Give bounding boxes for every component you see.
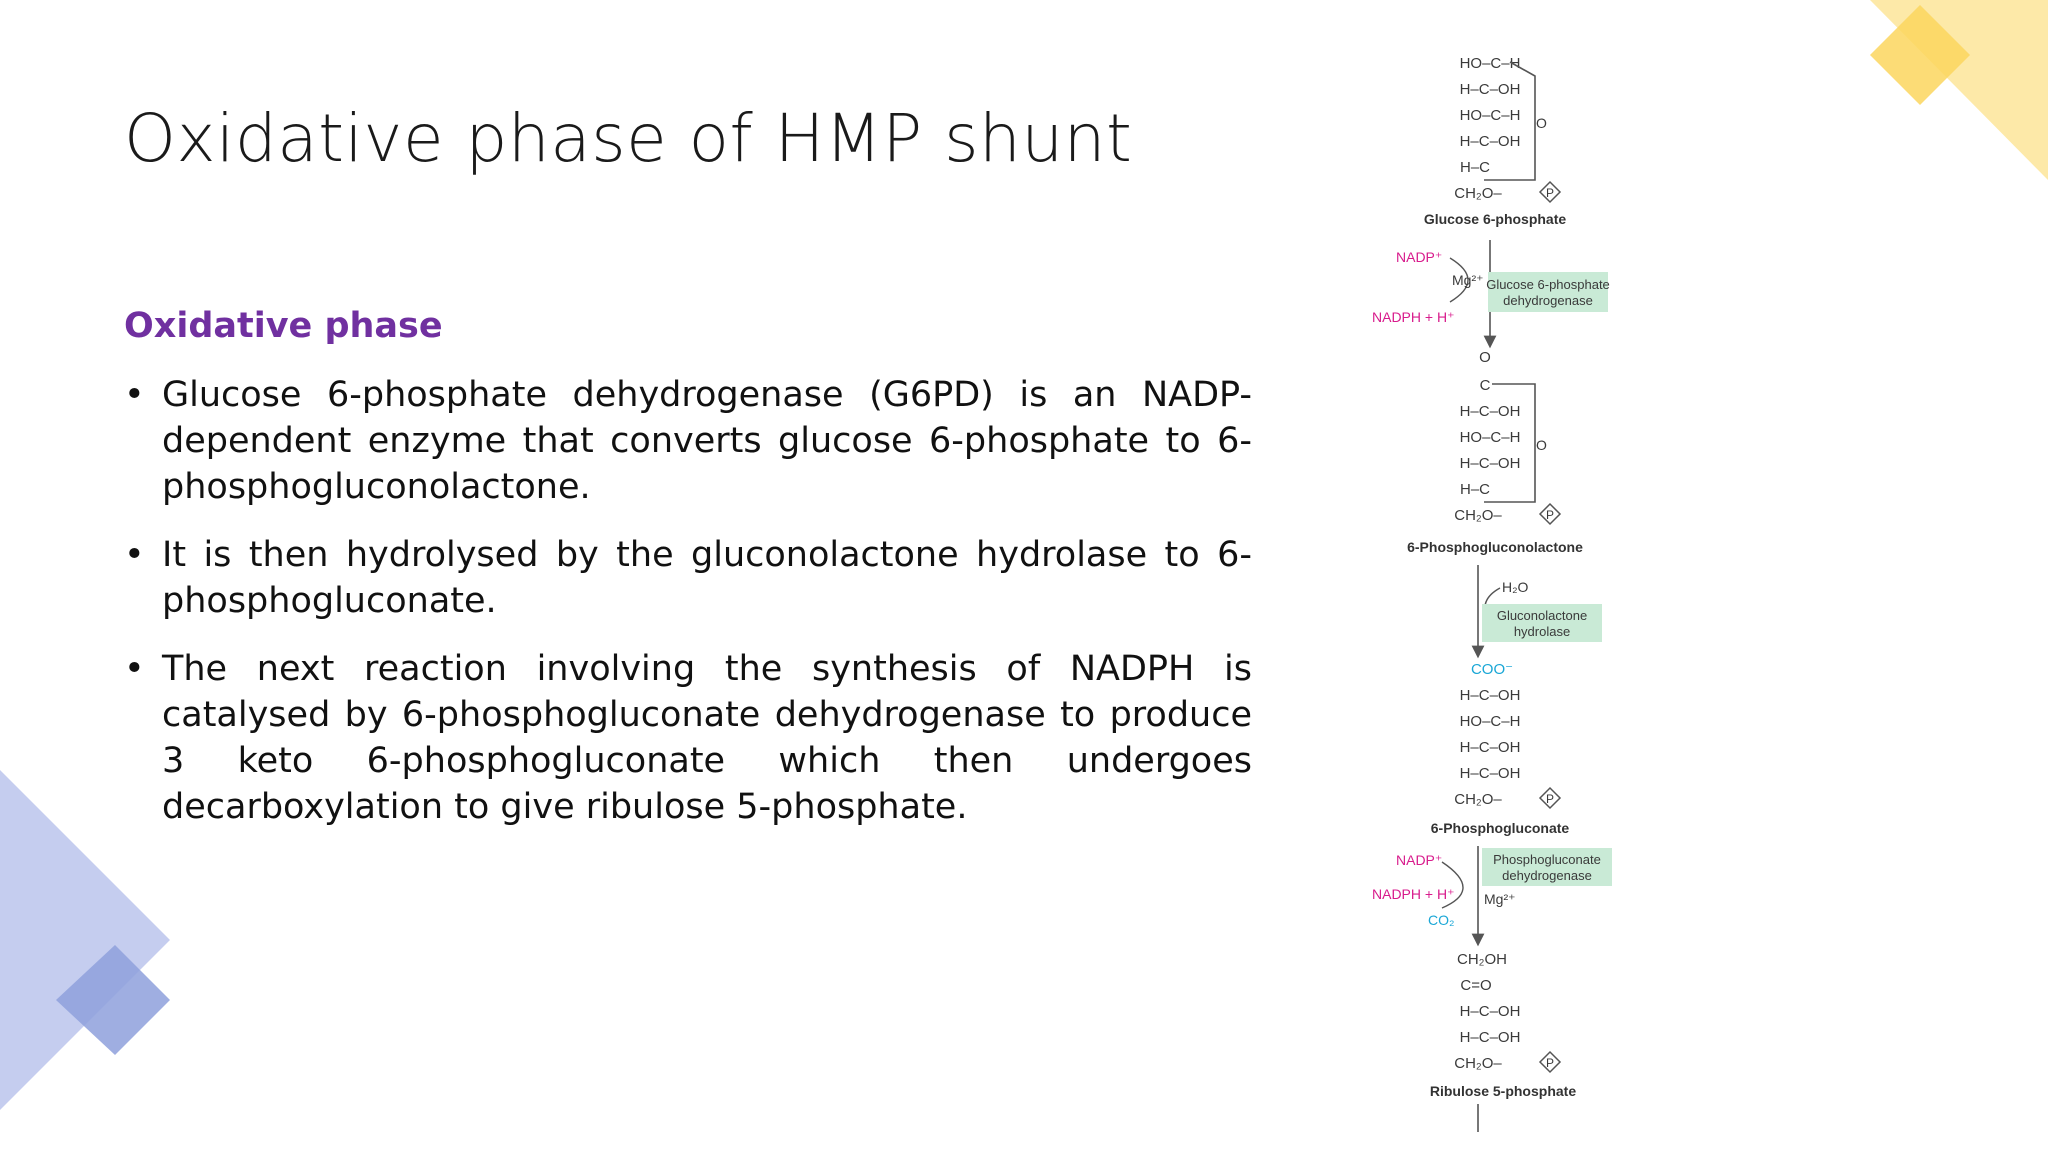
bullet-dot: • bbox=[124, 649, 145, 689]
ribulose-5-phosphate-structure: CH₂OH C=O H–C–OH H–C–OH CH₂O– bbox=[1454, 951, 1520, 1072]
structure-row: H–C–OH bbox=[1460, 1003, 1521, 1020]
structure-row: H–C–OH bbox=[1460, 765, 1521, 782]
carbonyl-carbon: C bbox=[1480, 377, 1491, 394]
right-diamond-shape bbox=[1870, 5, 1970, 105]
left-corner-decoration bbox=[0, 770, 170, 1110]
structure-row: H–C–OH bbox=[1460, 133, 1521, 150]
structure-row: H–C–OH bbox=[1460, 81, 1521, 98]
left-diamond-shape bbox=[56, 945, 170, 1055]
enzyme-label: Phosphogluconate bbox=[1493, 852, 1601, 867]
enzyme-label: dehydrogenase bbox=[1502, 868, 1592, 883]
bullet-text: The next reaction involving the synthesi… bbox=[162, 649, 1252, 827]
phosphate-icon: P bbox=[1538, 1050, 1562, 1074]
bullet-item: • The next reaction involving the synthe… bbox=[124, 646, 1252, 830]
magnesium-label: Mg²⁺ bbox=[1452, 272, 1484, 288]
slide-title: Oxidative phase of HMP shunt bbox=[124, 100, 1133, 177]
bullet-dot: • bbox=[124, 375, 145, 415]
structure-row: HO–C–H bbox=[1460, 107, 1521, 124]
structure-row: H–C bbox=[1460, 481, 1490, 498]
right-triangle-shape bbox=[1870, 0, 2048, 180]
enzyme-label: dehydrogenase bbox=[1503, 293, 1593, 308]
ring-oxygen: O bbox=[1536, 437, 1547, 453]
structure-row: HO–C–H bbox=[1460, 55, 1521, 72]
structure-row: HO–C–H bbox=[1460, 713, 1521, 730]
structure-row: CH₂OH bbox=[1457, 951, 1507, 968]
ribulose-5-phosphate-label: Ribulose 5-phosphate bbox=[1430, 1083, 1576, 1099]
enzyme-box bbox=[1482, 604, 1602, 642]
phosphogluconate-label: 6-Phosphogluconate bbox=[1431, 820, 1570, 836]
glucose-6-phosphate-label: Glucose 6-phosphate bbox=[1424, 211, 1567, 227]
bullet-text: Glucose 6-phosphate dehydrogenase (G6PD)… bbox=[162, 375, 1252, 507]
ring-bond-line bbox=[1484, 61, 1536, 181]
structure-row: CH₂O– bbox=[1454, 791, 1502, 808]
section-heading: Oxidative phase bbox=[124, 306, 443, 346]
nadp-label: NADP⁺ bbox=[1396, 249, 1442, 265]
bullet-text: It is then hydrolysed by the gluconolact… bbox=[162, 535, 1252, 621]
bullet-item: • Glucose 6-phosphate dehydrogenase (G6P… bbox=[124, 372, 1252, 510]
phosphate-icon: P bbox=[1538, 180, 1562, 204]
bullet-list: • Glucose 6-phosphate dehydrogenase (G6P… bbox=[124, 372, 1252, 852]
carboxylate-label: COO⁻ bbox=[1471, 661, 1513, 678]
svg-text:P: P bbox=[1546, 792, 1554, 806]
structure-row: CH₂O– bbox=[1454, 185, 1502, 202]
right-corner-decoration bbox=[1870, 0, 2048, 180]
cofactor-curve bbox=[1449, 257, 1469, 303]
structure-row: H–C–OH bbox=[1460, 1029, 1521, 1046]
enzyme-box bbox=[1488, 272, 1608, 312]
structure-row: H–C–OH bbox=[1460, 739, 1521, 756]
structure-row: H–C bbox=[1460, 159, 1490, 176]
structure-row: H–C–OH bbox=[1460, 687, 1521, 704]
magnesium-label: Mg²⁺ bbox=[1484, 891, 1516, 907]
nadph-label: NADPH + H⁺ bbox=[1372, 309, 1454, 325]
gluconolactone-structure: H–C–OH HO–C–H H–C–OH H–C CH₂O– bbox=[1454, 403, 1520, 524]
hmp-pathway-diagram: HO–C–H H–C–OH HO–C–H H–C–OH H–C CH₂O– O … bbox=[1372, 55, 1612, 1132]
phosphate-icon: P bbox=[1538, 786, 1562, 810]
glucose-6-phosphate-structure: HO–C–H H–C–OH HO–C–H H–C–OH H–C CH₂O– bbox=[1454, 55, 1520, 202]
gluconolactone-label: 6-Phosphogluconolactone bbox=[1407, 539, 1583, 555]
left-triangle-shape bbox=[0, 770, 170, 1110]
bullet-dot: • bbox=[124, 535, 145, 575]
co2-label: CO₂ bbox=[1428, 912, 1454, 928]
water-label: H₂O bbox=[1502, 579, 1529, 595]
structure-row: H–C–OH bbox=[1460, 403, 1521, 420]
structure-row: CH₂O– bbox=[1454, 1055, 1502, 1072]
carbonyl-oxygen: O bbox=[1479, 349, 1491, 366]
svg-text:P: P bbox=[1546, 1056, 1554, 1070]
nadph-label: NADPH + H⁺ bbox=[1372, 886, 1454, 902]
phosphate-icon: P bbox=[1538, 502, 1562, 526]
structure-row: HO–C–H bbox=[1460, 429, 1521, 446]
structure-row: H–C–OH bbox=[1460, 455, 1521, 472]
structure-row: CH₂O– bbox=[1454, 507, 1502, 524]
enzyme-label: hydrolase bbox=[1514, 624, 1570, 639]
phosphogluconate-structure: H–C–OH HO–C–H H–C–OH H–C–OH CH₂O– bbox=[1454, 687, 1520, 808]
ring-oxygen: O bbox=[1536, 115, 1547, 131]
enzyme-label: Gluconolactone bbox=[1497, 608, 1587, 623]
enzyme-box bbox=[1482, 848, 1612, 886]
bullet-item: • It is then hydrolysed by the gluconola… bbox=[124, 532, 1252, 624]
cofactor-curve bbox=[1441, 861, 1464, 909]
nadp-label: NADP⁺ bbox=[1396, 852, 1442, 868]
structure-row: C=O bbox=[1460, 977, 1491, 994]
svg-text:P: P bbox=[1546, 508, 1554, 522]
enzyme-label: Glucose 6-phosphate bbox=[1486, 277, 1610, 292]
ring-bond-line bbox=[1484, 383, 1536, 503]
svg-text:P: P bbox=[1546, 186, 1554, 200]
